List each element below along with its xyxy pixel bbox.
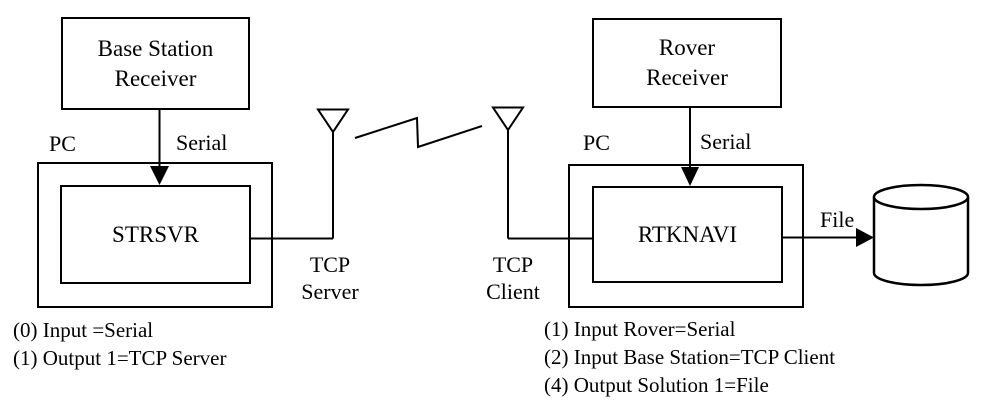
database-cylinder-icon (872, 183, 970, 287)
rover-receiver-box: Rover Receiver (592, 18, 782, 108)
file-arrow (783, 228, 874, 247)
antenna-left-icon (316, 108, 350, 239)
serial-right-label: Serial (700, 129, 752, 154)
rtknavi-note-input-base: (2) Input Base Station=TCP Client (544, 345, 836, 369)
serial-connection-left (150, 110, 169, 185)
rtknavi-label: RTKNAVI (637, 221, 738, 247)
strsvr-note-input: (0) Input =Serial (13, 318, 154, 342)
strsvr-box: STRSVR (60, 185, 251, 284)
serial-connection-right (681, 108, 699, 186)
rover-receiver-label: Rover Receiver (646, 35, 728, 90)
serial-left-label: Serial (176, 130, 228, 155)
tcp-client-label: TCP Client (486, 252, 540, 304)
rtknavi-note-input-rover: (1) Input Rover=Serial (544, 317, 736, 341)
antenna-right-icon (491, 106, 525, 239)
rtknavi-config-notes: (1) Input Rover=Serial (2) Input Base St… (544, 315, 835, 399)
pc-right-label: PC (583, 130, 610, 155)
tcp-server-label: TCP Server (301, 252, 359, 304)
file-label: File (820, 207, 855, 232)
strsvr-config-notes: (0) Input =Serial (1) Output 1=TCP Serve… (13, 316, 226, 372)
pc-left-box (37, 162, 273, 308)
rtknavi-box: RTKNAVI (592, 186, 783, 283)
pc-right-box (568, 164, 804, 308)
pc-left-label: PC (49, 131, 76, 156)
wireless-link-icon (354, 116, 483, 149)
strsvr-note-output: (1) Output 1=TCP Server (13, 346, 227, 370)
base-station-receiver-label: Base Station Receiver (97, 35, 214, 91)
base-station-receiver-box: Base Station Receiver (61, 17, 250, 110)
rtknavi-note-output-solution: (4) Output Solution 1=File (544, 373, 769, 397)
strsvr-label: STRSVR (112, 221, 199, 247)
